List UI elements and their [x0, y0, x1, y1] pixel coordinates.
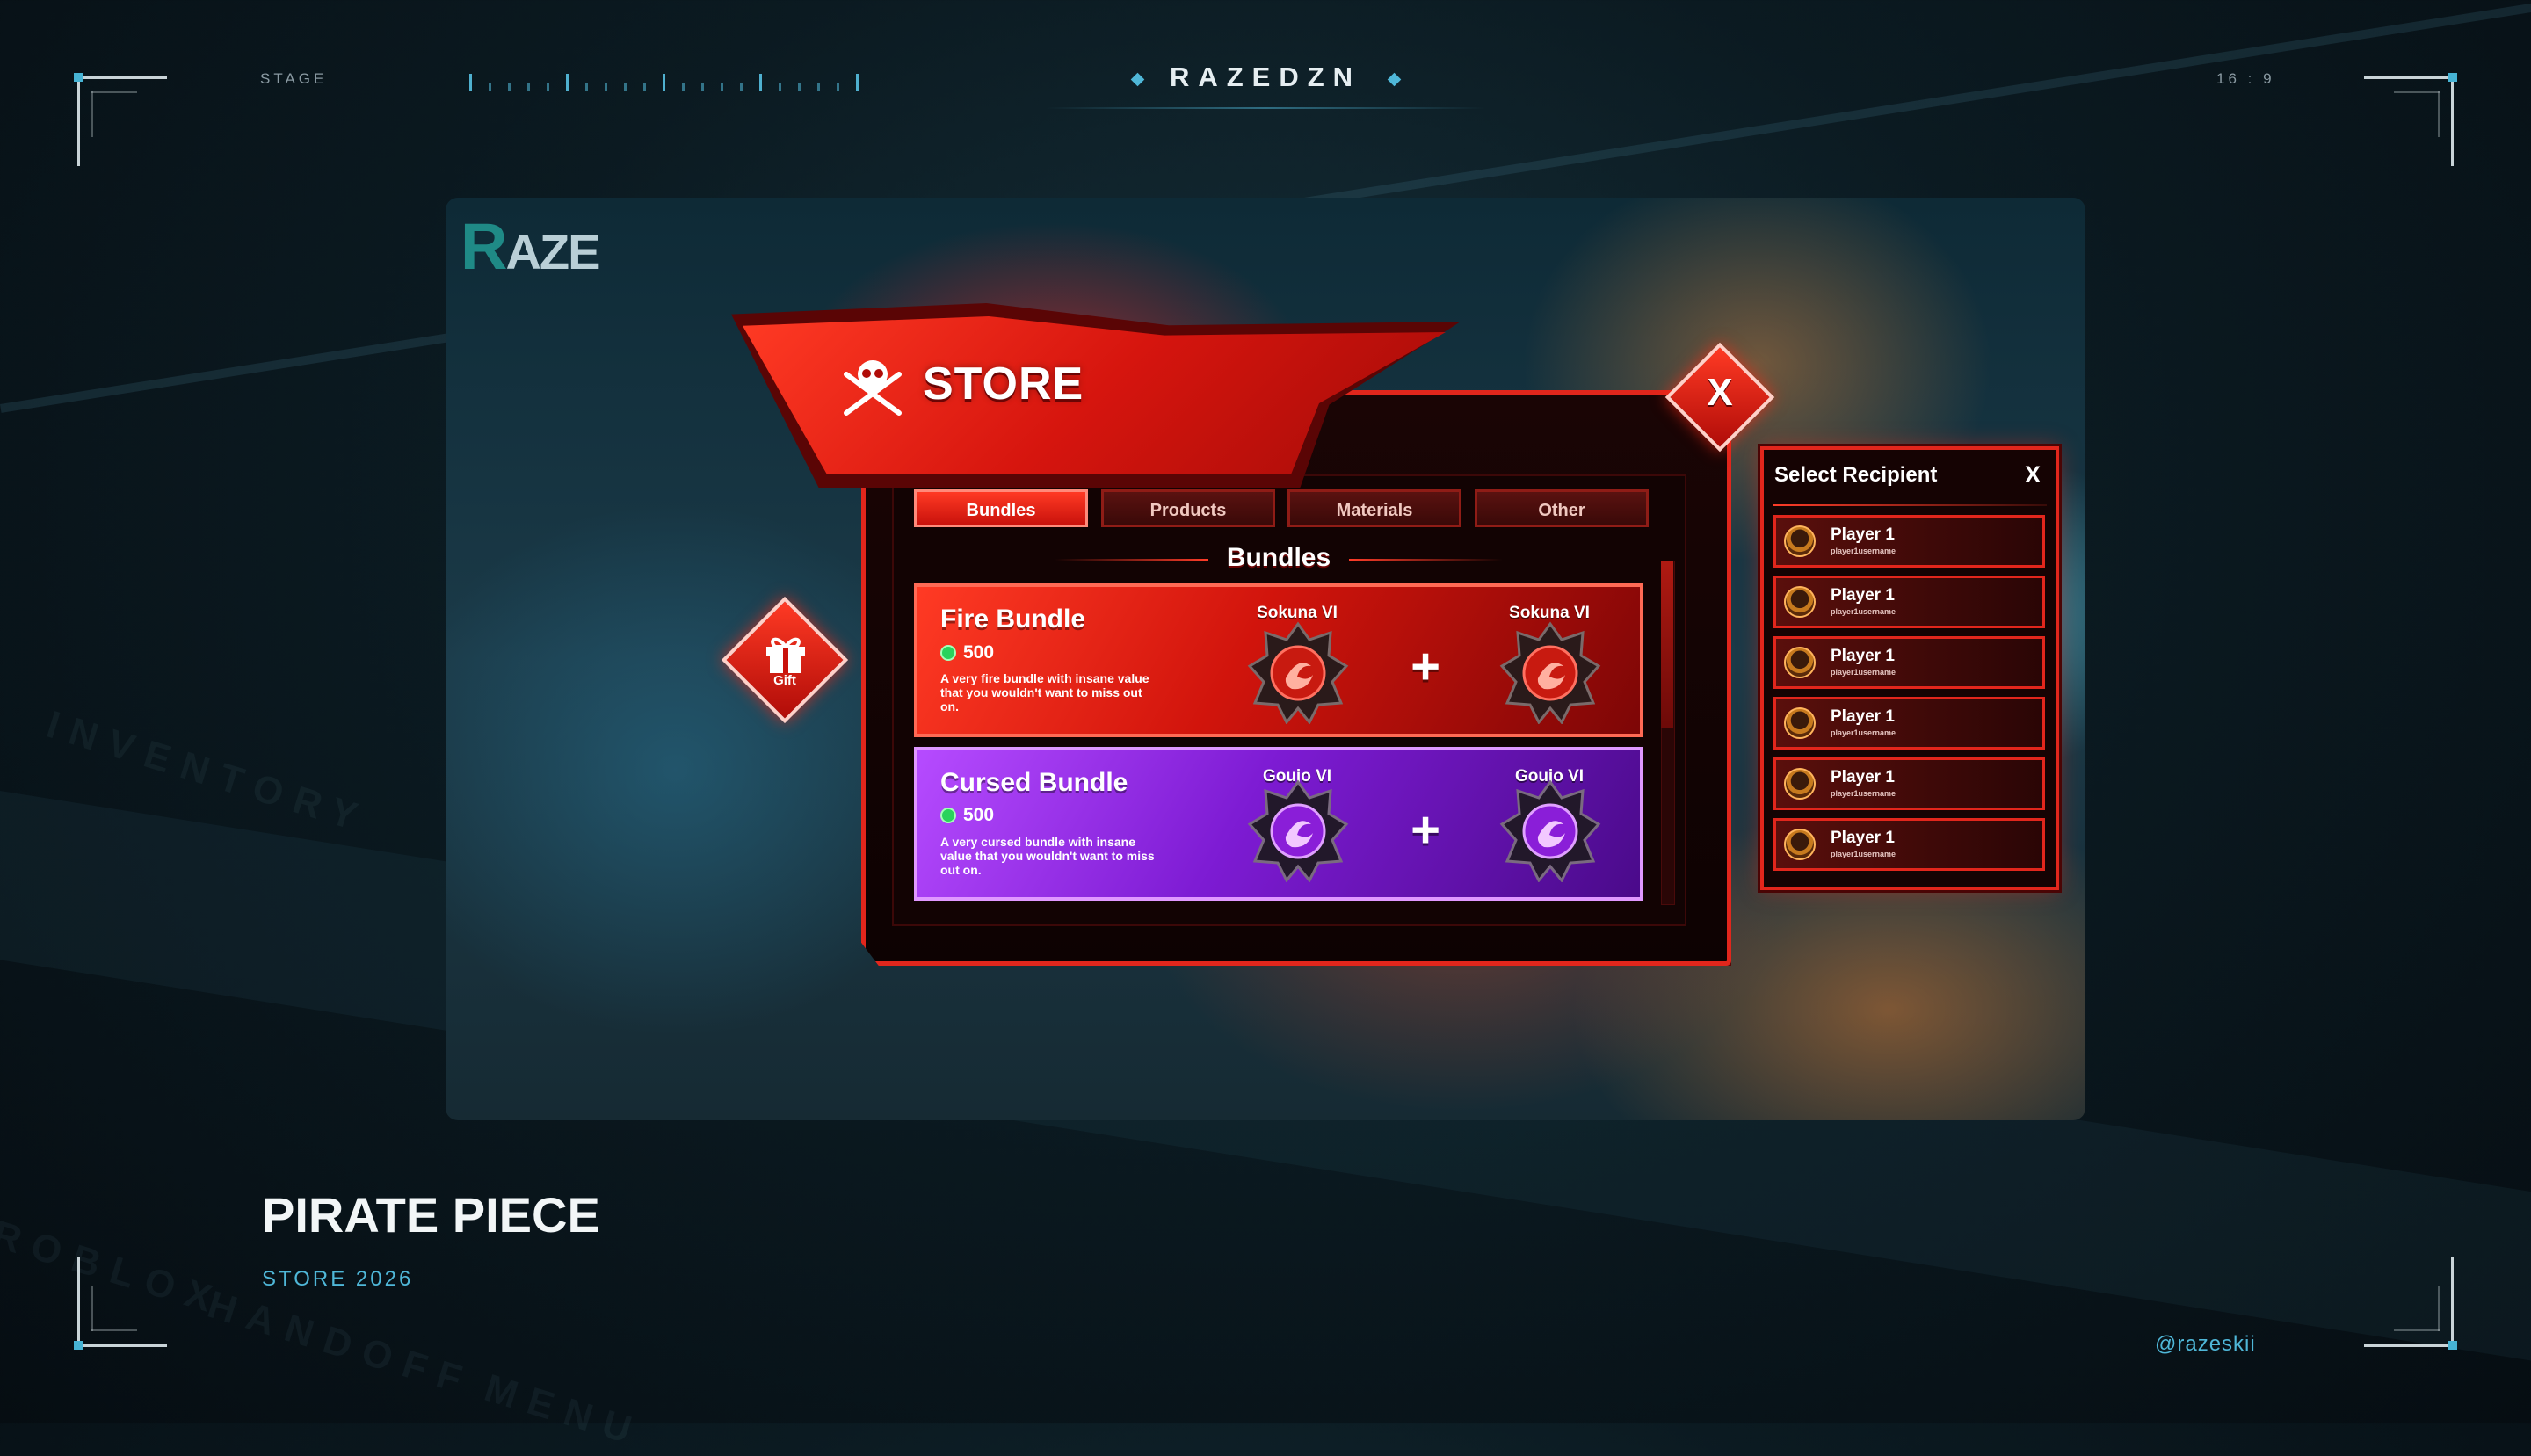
- ruler-tick: [721, 83, 723, 91]
- player-name: Player 1: [1831, 768, 1895, 786]
- project-subtitle: STORE 2026: [262, 1267, 414, 1291]
- aspect-label: 16 : 9: [2216, 70, 2275, 87]
- scrollbar-thumb[interactable]: [1661, 561, 1673, 728]
- recipient-divider: [1773, 504, 2047, 506]
- player-name: Player 1: [1831, 647, 1895, 665]
- player-row[interactable]: Player 1 player1username: [1773, 636, 2045, 689]
- ruler-tick: [837, 83, 839, 91]
- player-username: player1username: [1831, 728, 1896, 737]
- player-row[interactable]: Player 1 player1username: [1773, 697, 2045, 750]
- ruler-tick: [798, 83, 801, 91]
- bundle-item-name: Sokuna VI: [1257, 604, 1338, 622]
- bundle-item-name: Goujo VI: [1514, 767, 1585, 786]
- author-handle: @razeskii: [2155, 1332, 2256, 1356]
- tab-bundles[interactable]: Bundles: [914, 489, 1088, 527]
- plus-icon: +: [1411, 801, 1440, 858]
- ruler-tick: [527, 83, 530, 91]
- currency-icon: [940, 808, 956, 823]
- player-row[interactable]: Player 1 player1username: [1773, 757, 2045, 810]
- skull-crossbones-icon: [844, 360, 902, 416]
- bundle-name: Cursed Bundle: [940, 768, 1128, 797]
- ruler-tick: [469, 74, 472, 91]
- brand-underline: [1046, 107, 1485, 109]
- ruler-tick: [489, 83, 491, 91]
- bundle-name: Fire Bundle: [940, 605, 1086, 634]
- stage-ruler: [469, 70, 859, 91]
- avatar: [1784, 647, 1816, 678]
- tab-materials[interactable]: Materials: [1287, 489, 1461, 527]
- bundle-description: A very fire bundle with insane value tha…: [940, 671, 1149, 714]
- brand-title: RAZEDZN: [1169, 62, 1362, 92]
- close-icon: X: [1707, 371, 1733, 414]
- ruler-tick: [779, 83, 781, 91]
- avatar: [1784, 707, 1816, 739]
- cursed-emblem-icon: [1247, 779, 1349, 882]
- ruler-tick: [585, 83, 588, 91]
- fire-emblem-icon: [1247, 621, 1349, 724]
- bundle-price: 500: [940, 805, 994, 826]
- player-username: player1username: [1831, 607, 1896, 616]
- player-row[interactable]: Player 1 player1username: [1773, 515, 2045, 568]
- plus-icon: +: [1411, 638, 1440, 695]
- ruler-tick: [759, 74, 762, 91]
- close-recipient-button[interactable]: X: [2025, 461, 2041, 488]
- ruler-tick: [682, 83, 685, 91]
- bundle-item-name: Goujo VI: [1262, 767, 1332, 786]
- fire-emblem-icon: [1499, 621, 1601, 724]
- ruler-tick: [817, 83, 820, 91]
- ruler-tick: [856, 74, 859, 91]
- section-divider: [1349, 559, 1503, 561]
- section-divider: [1055, 559, 1208, 561]
- currency-icon: [940, 645, 956, 661]
- gift-icon: [766, 637, 805, 673]
- avatar: [1784, 768, 1816, 800]
- stage-label: STAGE: [260, 70, 328, 87]
- ruler-tick: [663, 74, 665, 91]
- ruler-tick: [508, 83, 511, 91]
- raze-logo: RAZE: [461, 210, 600, 283]
- ruler-tick: [605, 83, 607, 91]
- bundle-description: A very cursed bundle with insane value t…: [940, 835, 1155, 877]
- ruler-tick: [624, 83, 627, 91]
- avatar: [1784, 586, 1816, 618]
- recipient-panel-title: Select Recipient: [1774, 463, 1938, 487]
- player-name: Player 1: [1831, 707, 1895, 726]
- ruler-tick: [740, 83, 743, 91]
- player-username: player1username: [1831, 850, 1896, 858]
- watermark-text: HANDOFF: [202, 1283, 479, 1405]
- player-row[interactable]: Player 1 player1username: [1773, 818, 2045, 871]
- gift-label: Gift: [773, 673, 796, 688]
- player-name: Player 1: [1831, 586, 1895, 605]
- player-name: Player 1: [1831, 525, 1895, 544]
- avatar: [1784, 829, 1816, 860]
- player-name: Player 1: [1831, 829, 1895, 847]
- player-username: player1username: [1831, 547, 1896, 555]
- bundle-item-name: Sokuna VI: [1509, 604, 1590, 622]
- project-title: PIRATE PIECE: [262, 1187, 600, 1242]
- player-username: player1username: [1831, 789, 1896, 798]
- ruler-tick: [547, 83, 549, 91]
- tab-other[interactable]: Other: [1475, 489, 1649, 527]
- store-title: STORE: [923, 359, 1084, 409]
- bundle-price: 500: [940, 642, 994, 663]
- ruler-tick: [701, 83, 704, 91]
- tab-products[interactable]: Products: [1101, 489, 1275, 527]
- avatar: [1784, 525, 1816, 557]
- player-username: player1username: [1831, 668, 1896, 677]
- watermark-text: ROBLOX: [0, 1213, 229, 1324]
- section-title: Bundles: [1226, 543, 1331, 572]
- cursed-emblem-icon: [1499, 779, 1601, 882]
- watermark-text: MENU: [479, 1366, 649, 1456]
- player-row[interactable]: Player 1 player1username: [1773, 576, 2045, 628]
- ruler-tick: [566, 74, 569, 91]
- ruler-tick: [643, 83, 646, 91]
